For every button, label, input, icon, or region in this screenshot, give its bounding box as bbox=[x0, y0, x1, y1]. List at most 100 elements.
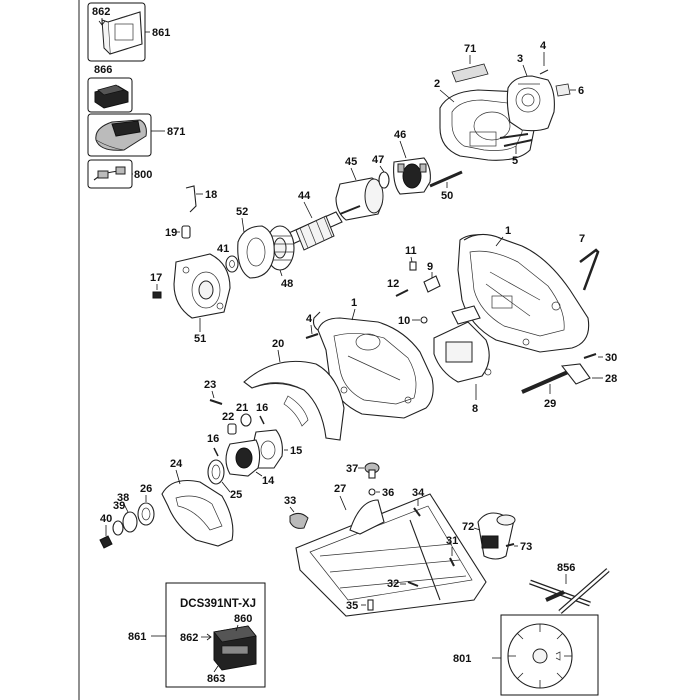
label-16-b: 16 bbox=[207, 433, 219, 445]
battery-box: 866 bbox=[87, 64, 133, 113]
wrench-856: 856 bbox=[529, 562, 610, 614]
label-15: 15 bbox=[290, 445, 302, 457]
label-41: 41 bbox=[217, 243, 229, 255]
label-26: 26 bbox=[140, 483, 152, 495]
lever-29-28-30: 30 28 29 bbox=[521, 352, 617, 410]
label-8: 8 bbox=[472, 403, 478, 415]
label-34: 34 bbox=[412, 487, 425, 499]
label-14: 14 bbox=[262, 475, 275, 487]
label-52: 52 bbox=[236, 206, 248, 218]
label-plate-71: 71 bbox=[451, 43, 489, 83]
label-20: 20 bbox=[272, 338, 284, 350]
washers-21-22-16: 21 22 16 bbox=[222, 402, 268, 435]
label-35: 35 bbox=[346, 600, 358, 612]
label-861-top: 861 bbox=[152, 27, 170, 39]
sleeve-19: 19 bbox=[165, 225, 191, 239]
label-22: 22 bbox=[222, 411, 234, 423]
switch-parts-9-11-12-10: 11 9 12 10 bbox=[387, 245, 441, 327]
label-871: 871 bbox=[167, 126, 185, 138]
label-11: 11 bbox=[405, 245, 417, 257]
label-46: 46 bbox=[394, 129, 406, 141]
label-1-mid: 1 bbox=[351, 297, 357, 309]
label-17: 17 bbox=[150, 272, 162, 284]
bearing-41: 41 bbox=[217, 243, 239, 273]
label-862-bot: 862 bbox=[180, 632, 198, 644]
label-801: 801 bbox=[453, 653, 471, 665]
label-71: 71 bbox=[464, 43, 476, 55]
kit-box: DCS391NT-XJ 860 862 863 861 bbox=[128, 582, 266, 688]
lower-guard-24: 24 bbox=[161, 458, 234, 547]
gear-assembly-14: 14 bbox=[225, 439, 275, 487]
label-38: 38 bbox=[117, 492, 129, 504]
label-862-top: 862 bbox=[92, 6, 110, 18]
screw-34: 34 bbox=[412, 487, 425, 517]
label-33: 33 bbox=[284, 495, 296, 507]
gasket-15: 15 bbox=[252, 429, 302, 469]
upper-guard-20: 20 bbox=[243, 338, 345, 441]
pin-23: 23 bbox=[204, 379, 223, 405]
label-50: 50 bbox=[441, 190, 453, 202]
label-25: 25 bbox=[230, 489, 242, 501]
blade-box-801: 801 bbox=[453, 614, 599, 696]
label-5: 5 bbox=[512, 155, 518, 167]
kit-title: DCS391NT-XJ bbox=[180, 598, 256, 610]
label-tag-6: 6 bbox=[555, 83, 584, 97]
label-861-bot: 861 bbox=[128, 631, 146, 643]
cable-box: 800 bbox=[87, 159, 152, 189]
knob-37: 37 bbox=[346, 462, 380, 479]
shaft-50: 50 bbox=[429, 170, 463, 202]
label-21: 21 bbox=[236, 402, 248, 414]
baffle-52: 52 bbox=[236, 206, 275, 279]
screw-4-mid: 4 bbox=[305, 313, 319, 339]
base-plate-27: 27 bbox=[295, 483, 487, 617]
label-36: 36 bbox=[382, 487, 394, 499]
label-860: 860 bbox=[234, 613, 252, 625]
label-44: 44 bbox=[298, 190, 311, 202]
label-9: 9 bbox=[427, 261, 433, 273]
label-4-mid: 4 bbox=[306, 313, 313, 325]
label-1-right: 1 bbox=[505, 225, 511, 237]
screws-5: 5 bbox=[499, 133, 533, 167]
label-2: 2 bbox=[434, 78, 440, 90]
label-863: 863 bbox=[207, 673, 225, 685]
gearbox-51: 51 bbox=[173, 253, 231, 345]
screw-4-top: 4 bbox=[539, 40, 549, 75]
label-31: 31 bbox=[446, 535, 458, 547]
pin-18: 18 bbox=[185, 185, 217, 213]
housing-half-1-right: 1 bbox=[457, 225, 590, 353]
label-32: 32 bbox=[387, 578, 399, 590]
label-19: 19 bbox=[165, 227, 177, 239]
label-45: 45 bbox=[345, 156, 357, 168]
label-48: 48 bbox=[281, 278, 293, 290]
end-cap-3: 3 bbox=[506, 53, 555, 132]
label-10: 10 bbox=[398, 315, 410, 327]
housing-half-1-main: 1 bbox=[312, 297, 434, 419]
hex-key-7: 7 bbox=[579, 233, 600, 291]
label-30: 30 bbox=[605, 352, 617, 364]
switch-8: 8 bbox=[433, 305, 492, 415]
flange-26-38-39-40: 26 38 39 40 bbox=[99, 483, 155, 549]
accessory-case-box: 862 861 bbox=[87, 2, 170, 62]
knob-33: 33 bbox=[284, 495, 309, 529]
label-72: 72 bbox=[462, 521, 474, 533]
armature-44: 44 bbox=[281, 190, 361, 251]
label-7: 7 bbox=[579, 233, 585, 245]
washer-47: 47 bbox=[372, 154, 390, 189]
screw-16-b: 16 bbox=[207, 433, 219, 457]
label-47: 47 bbox=[372, 154, 384, 166]
label-12: 12 bbox=[387, 278, 399, 290]
label-28: 28 bbox=[605, 373, 617, 385]
label-6: 6 bbox=[578, 85, 584, 97]
label-37: 37 bbox=[346, 463, 358, 475]
ring-25: 25 bbox=[207, 459, 242, 501]
screw-32: 32 bbox=[387, 578, 419, 590]
label-4-top: 4 bbox=[540, 40, 547, 52]
label-73: 73 bbox=[520, 541, 532, 553]
pin-35: 35 bbox=[346, 599, 374, 612]
dust-port-72-73: 72 73 bbox=[462, 512, 532, 560]
brush-holder-46: 46 bbox=[393, 129, 431, 195]
label-29: 29 bbox=[544, 398, 556, 410]
label-40: 40 bbox=[100, 513, 112, 525]
